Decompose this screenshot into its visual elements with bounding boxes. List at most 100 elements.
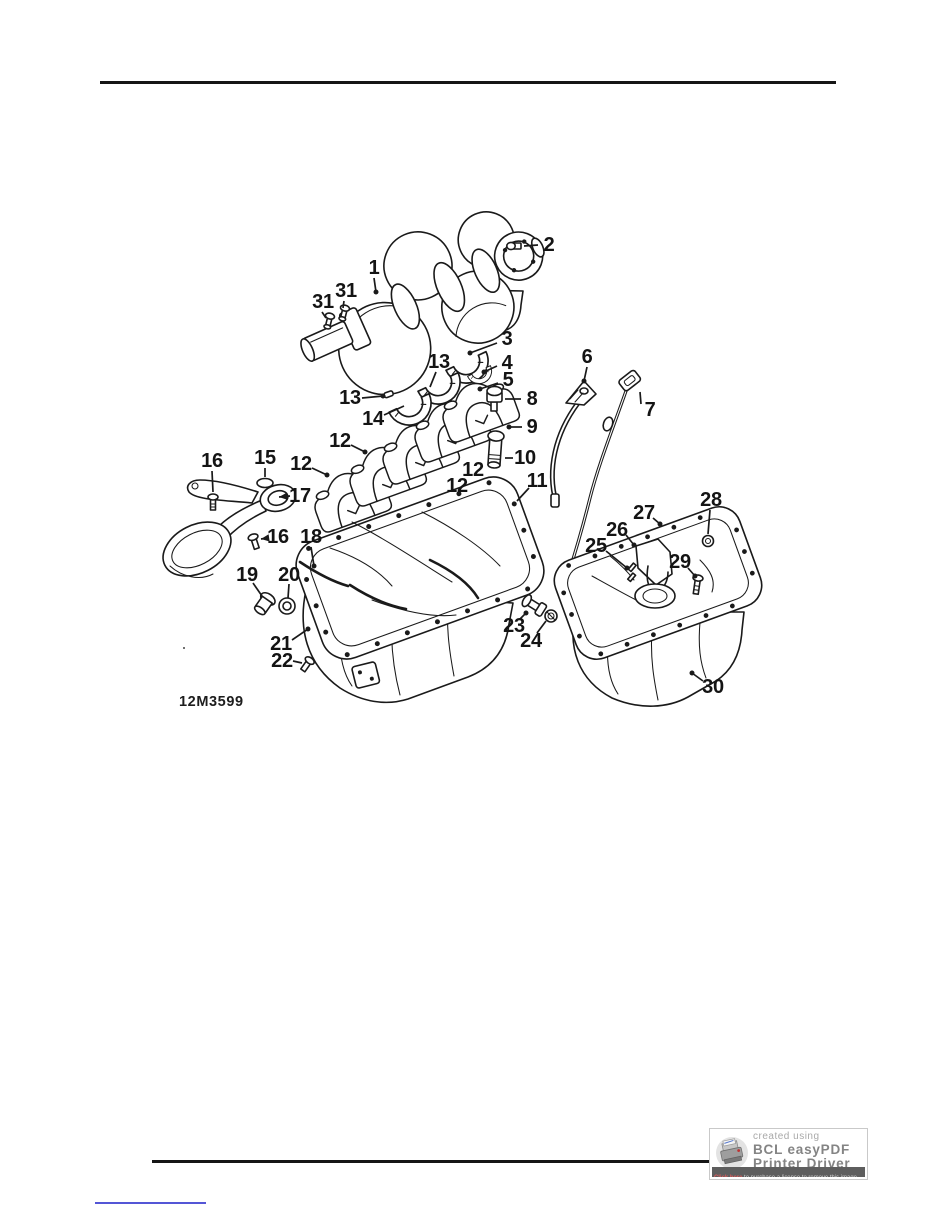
leader-line — [479, 382, 499, 390]
leader-line — [287, 583, 290, 599]
part-label-28: 28 — [700, 489, 722, 511]
pan-bolt-drawing — [299, 655, 315, 673]
lower-oil-pan-drawing — [553, 506, 763, 707]
oil-pickup-drawing — [162, 477, 297, 578]
printer-icon — [716, 1137, 748, 1169]
leader-line — [350, 444, 366, 453]
flange-bolt-drawing — [505, 241, 522, 251]
part-label-4: 4 — [502, 352, 514, 374]
drain-plug-drawing — [253, 591, 276, 616]
part-label-8: 8 — [527, 388, 538, 410]
leader-dot — [467, 350, 473, 356]
part-label-31: 31 — [335, 280, 357, 302]
leader-line — [211, 470, 214, 493]
leader-line — [429, 371, 437, 388]
part-label-29: 29 — [669, 551, 691, 573]
leader-arrowhead — [261, 534, 270, 542]
part-label-11: 11 — [527, 470, 548, 492]
watermark-banner: Click here to purchase a license to remo… — [712, 1167, 865, 1177]
leader-dot — [477, 386, 483, 392]
part-label-15: 15 — [254, 447, 276, 469]
top-rule — [100, 81, 836, 84]
figure-code: 12M3599 — [179, 694, 244, 710]
leader-dot — [506, 424, 512, 430]
part-label-12: 12 — [446, 475, 468, 497]
leader-line — [707, 509, 711, 535]
leader-dot — [305, 626, 311, 632]
dipstick-drawing — [567, 369, 642, 574]
leader-line — [639, 391, 642, 405]
bolt23-drawing — [521, 594, 548, 617]
leader-dot — [311, 563, 317, 569]
part-label-22: 22 — [271, 650, 293, 672]
watermark-click-here-link[interactable]: Click here — [713, 1173, 743, 1177]
leader-line — [292, 660, 303, 664]
pickup-bolt2-drawing — [247, 533, 260, 551]
pickup-funnel-drawing — [634, 538, 676, 609]
leader-line — [361, 395, 384, 399]
leader-dot — [631, 542, 637, 548]
leader-line — [536, 620, 547, 634]
part-label-17: 17 — [289, 485, 311, 507]
watermark-line1: created using — [753, 1131, 820, 1142]
pan-bolt29-drawing — [692, 574, 704, 596]
cap-bolt-drawing — [486, 385, 503, 412]
leader-line — [516, 487, 530, 502]
watermark-brand: BCL easyPDF — [753, 1141, 851, 1157]
part-label-23: 23 — [503, 615, 525, 637]
part-label-13: 13 — [428, 351, 450, 373]
watermark-banner-text: to purchase a license to remove this ima… — [744, 1173, 857, 1177]
leader-line — [252, 582, 263, 597]
leader-line — [605, 550, 628, 569]
part-label-18: 18 — [300, 526, 322, 548]
leader-line — [310, 546, 315, 567]
leader-line — [523, 244, 539, 247]
part-label-1: 1 — [369, 257, 380, 279]
leader-line — [321, 311, 327, 319]
leader-dot — [362, 449, 368, 455]
leader-dot — [481, 369, 487, 375]
leader-line — [291, 628, 309, 641]
leader-dot — [657, 521, 663, 527]
watermark-bcl-easypdf: created using BCL easyPDF Printer Driver… — [709, 1128, 868, 1180]
dipstick-tube-drawing — [549, 380, 597, 508]
part-label-16: 16 — [201, 450, 223, 472]
watermark-product: Printer Driver — [753, 1155, 851, 1171]
gasket-bolt-holes — [304, 480, 536, 658]
part-label-31: 31 — [312, 291, 334, 313]
part-label-10: 10 — [514, 447, 536, 469]
leader-arrowhead — [279, 492, 288, 500]
part-label-7: 7 — [645, 399, 656, 421]
part-label-5: 5 — [503, 369, 514, 391]
leader-line — [469, 342, 498, 354]
part-label-27: 27 — [633, 502, 655, 524]
long-bolt-drawing — [487, 430, 505, 469]
pickup-bolt-drawing — [207, 493, 219, 511]
leader-dot — [380, 393, 386, 399]
leader-dot — [689, 670, 695, 676]
part-label-12: 12 — [462, 459, 484, 481]
bottom-rule — [152, 1160, 710, 1163]
part-label-6: 6 — [582, 346, 593, 368]
leader-dot — [373, 289, 379, 295]
part-label-25: 25 — [585, 535, 607, 557]
part-label-13: 13 — [339, 387, 361, 409]
drain-washer-drawing — [278, 597, 296, 615]
part-label-9: 9 — [527, 416, 538, 438]
part-label-20: 20 — [278, 564, 300, 586]
upper-oil-pan-drawing — [295, 476, 545, 704]
leader-dot — [581, 378, 587, 384]
scan-speck — [183, 647, 185, 649]
part-label-21: 21 — [270, 633, 292, 655]
leader-line — [383, 405, 405, 416]
part-label-2: 2 — [544, 234, 555, 256]
footer-link-underline[interactable] — [95, 1202, 206, 1204]
part-label-12: 12 — [329, 430, 351, 452]
leader-line — [311, 467, 328, 476]
pilot-bolts-drawing — [323, 304, 351, 330]
pan-bolt-holes — [561, 515, 755, 657]
leader-dot — [692, 573, 698, 579]
part-label-19: 19 — [236, 564, 258, 586]
